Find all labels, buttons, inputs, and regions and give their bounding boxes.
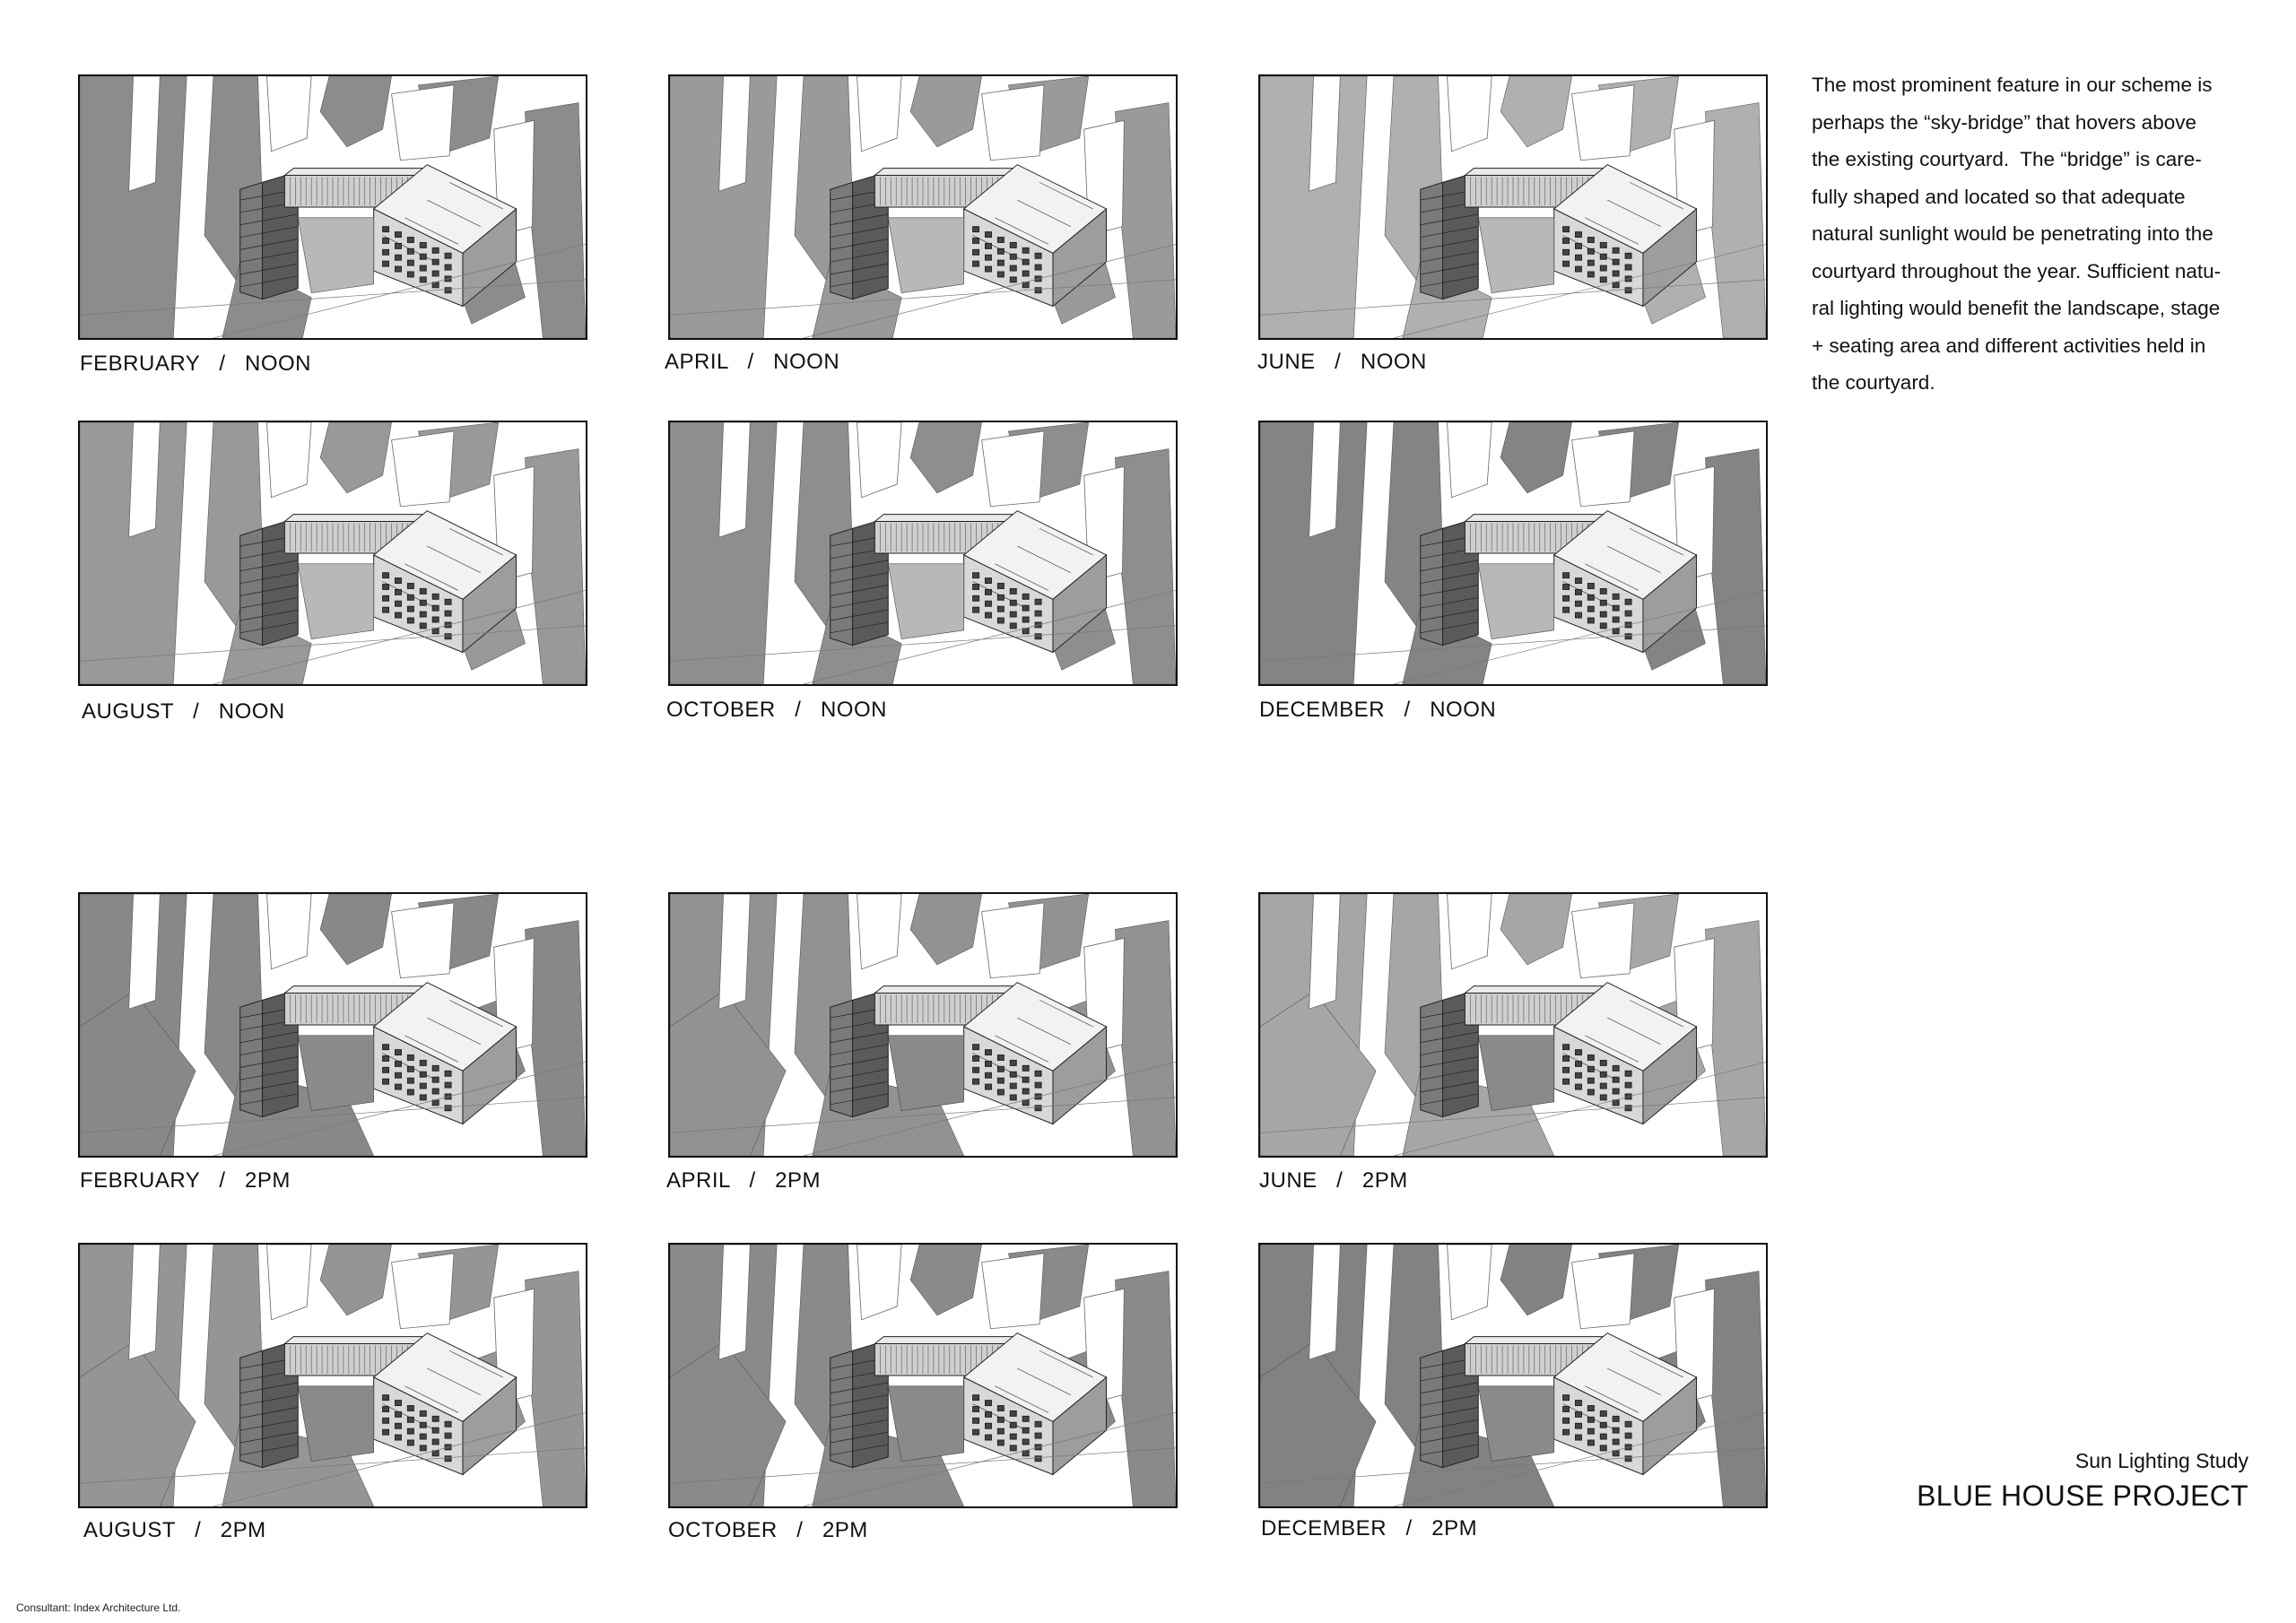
caption-separator: / [1387,1516,1432,1541]
massing-render [80,1245,586,1506]
sun-study-panel [1258,1243,1768,1508]
caption-separator: / [777,1518,822,1542]
panel-caption: FEBRUARY / NOON [80,352,311,377]
sun-study-panel [1258,74,1768,340]
caption-month: JUNE [1257,350,1316,374]
massing-render [670,76,1176,338]
caption-month: JUNE [1259,1168,1318,1193]
massing-render [80,422,586,684]
description-line: the existing courtyard. The “bridge” is … [1812,148,2202,170]
sun-study-panel [1258,892,1768,1158]
sun-study-panel [668,421,1178,686]
massing-render [670,422,1176,684]
panel-caption: JUNE / NOON [1257,350,1427,375]
sheet-title: BLUE HOUSE PROJECT [1917,1480,2248,1512]
panel-caption: OCTOBER / NOON [666,698,887,723]
panel-caption: AUGUST / 2PM [83,1518,266,1543]
caption-time: 2PM [1431,1516,1478,1541]
caption-time: 2PM [822,1518,868,1542]
description-line: + seating area and different activities … [1812,334,2206,357]
caption-time: 2PM [245,1168,291,1193]
massing-render [1260,422,1766,684]
caption-time: NOON [218,699,285,724]
caption-month: AUGUST [83,1518,176,1542]
panel-caption: DECEMBER / 2PM [1261,1516,1477,1541]
massing-render [1260,1245,1766,1506]
massing-render [1260,76,1766,338]
description-paragraph: The most prominent feature in our scheme… [1812,66,2260,402]
caption-separator: / [199,1168,246,1193]
panel-caption: OCTOBER / 2PM [668,1518,868,1543]
caption-time: NOON [1360,350,1427,374]
caption-separator: / [199,352,246,376]
massing-render [1260,894,1766,1156]
caption-month: FEBRUARY [80,1168,200,1193]
caption-separator: / [173,699,219,724]
caption-time: NOON [1430,698,1497,722]
sheet-subtitle: Sun Lighting Study [2074,1449,2248,1472]
caption-month: OCTOBER [666,698,776,722]
sun-study-panel [78,1243,587,1508]
massing-render [670,894,1176,1156]
massing-render [670,1245,1176,1506]
caption-month: APRIL [666,1168,730,1193]
description-line: perhaps the “sky-bridge” that hovers abo… [1812,110,2196,134]
caption-month: AUGUST [82,699,174,724]
caption-time: 2PM [1361,1168,1408,1193]
sun-study-panel [78,421,587,686]
caption-separator: / [1317,1168,1362,1193]
caption-time: NOON [820,698,887,722]
massing-render [80,76,586,338]
caption-time: 2PM [220,1518,266,1542]
description-line: fully shaped and located so that adequat… [1812,185,2186,208]
caption-separator: / [1385,698,1431,722]
caption-separator: / [775,698,821,722]
caption-separator: / [729,1168,776,1193]
caption-month: DECEMBER [1259,698,1386,722]
sun-study-panel [78,74,587,340]
caption-time: NOON [773,350,840,374]
panel-caption: DECEMBER / NOON [1259,698,1496,723]
description-line: courtyard throughout the year. Sufficien… [1812,259,2222,282]
panel-caption: FEBRUARY / 2PM [80,1168,291,1193]
panel-caption: APRIL / NOON [665,350,839,375]
caption-month: OCTOBER [668,1518,778,1542]
caption-separator: / [175,1518,221,1542]
description-line: the courtyard. [1812,371,1935,394]
sun-study-panel [1258,421,1768,686]
sun-study-panel [668,1243,1178,1508]
panel-caption: APRIL / 2PM [666,1168,821,1193]
sun-study-panel [668,74,1178,340]
description-line: ral lighting would benefit the landscape… [1812,297,2221,319]
caption-time: NOON [245,352,312,376]
description-line: The most prominent feature in our scheme… [1812,74,2213,96]
panel-caption: JUNE / 2PM [1259,1168,1408,1193]
caption-month: DECEMBER [1261,1516,1387,1541]
description-line: natural sunlight would be penetrating in… [1812,222,2213,245]
caption-month: FEBRUARY [80,352,200,376]
panel-caption: AUGUST / NOON [82,699,285,725]
sun-study-panel [78,892,587,1158]
caption-time: 2PM [775,1168,822,1193]
caption-month: APRIL [665,350,728,374]
caption-separator: / [727,350,774,374]
consultant-credit: Consultant: Index Architecture Ltd. [16,1601,181,1614]
sun-study-panel [668,892,1178,1158]
massing-render [80,894,586,1156]
caption-separator: / [1315,350,1361,374]
